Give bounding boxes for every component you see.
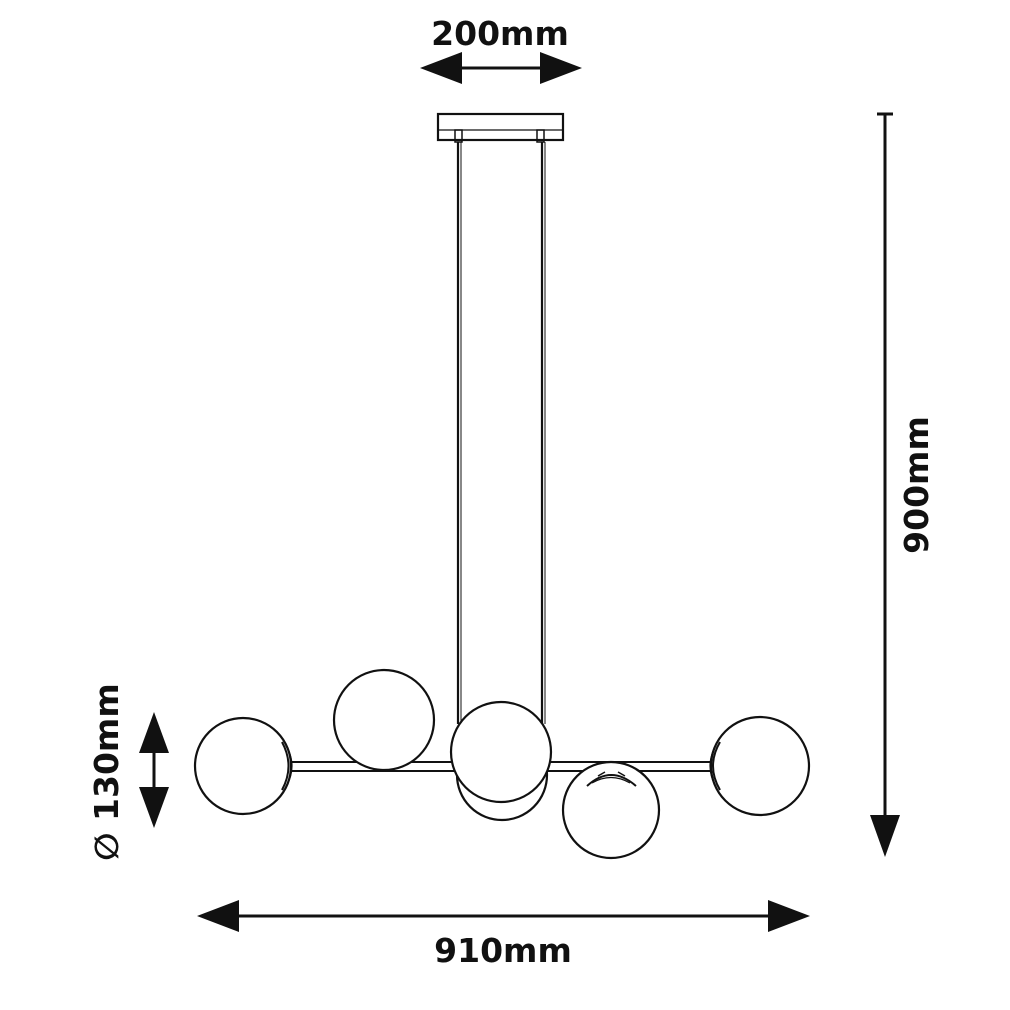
diameter-label: ∅ 130mm [87,683,126,860]
height-arrow-bottom [870,815,900,857]
suspension-cables [456,142,546,724]
globe-center-front [449,700,553,804]
diameter-arrow-bottom [139,787,169,828]
canopy-width-label: 200mm [431,14,569,53]
total-width-arrow-right [768,900,810,932]
canopy-width-arrow-right [540,52,582,84]
total-width-arrow-left [197,900,239,932]
canopy-width-arrow-left [420,52,462,84]
globe-lower-right [561,760,661,860]
glass-globes [193,668,811,860]
globe-upper-left [332,668,436,772]
total-width-dimension: 910mm [197,900,810,970]
diameter-arrow-top [139,712,169,753]
globe-right [709,715,811,817]
ceiling-canopy [436,112,565,143]
total-width-label: 910mm [434,931,572,970]
globe-diameter-dimension: ∅ 130mm [87,683,169,861]
height-dimension: 900mm [870,112,936,857]
globe-left [193,716,293,816]
canopy-width-dimension: 200mm [420,14,582,84]
height-label: 900mm [897,416,936,554]
